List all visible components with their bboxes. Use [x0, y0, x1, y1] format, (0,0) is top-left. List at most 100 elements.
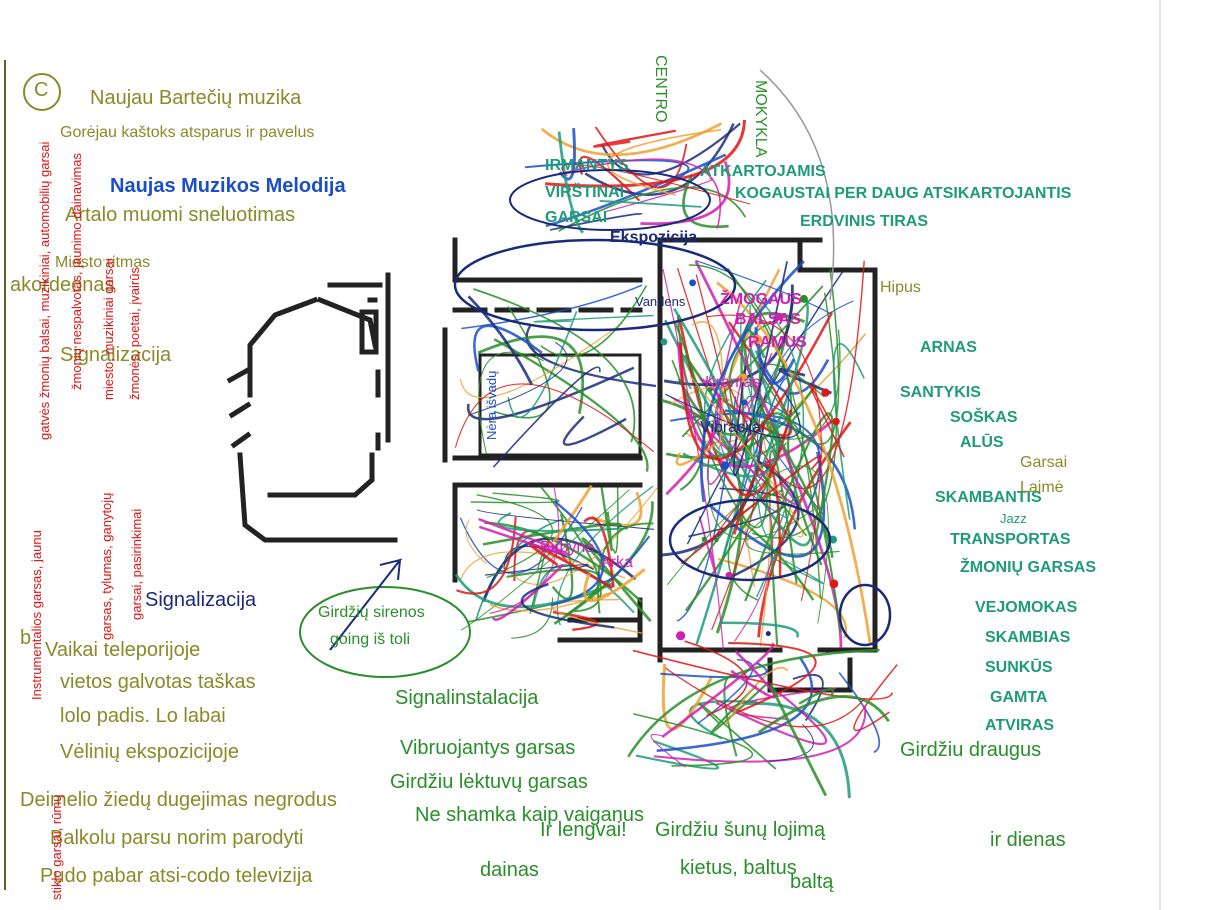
center-word-2: ŽMOGAUS: [720, 291, 802, 308]
left-line-5: Miesto ritmas: [55, 254, 151, 271]
scribble-stroke-180: [798, 688, 834, 705]
scribble-stroke-46: [676, 316, 693, 390]
bottom-green-10: ir dienas: [990, 829, 1066, 851]
scribble-stroke-176: [653, 705, 867, 763]
scribble-stroke-138: [478, 351, 544, 454]
lower-room-circle: [668, 498, 832, 582]
scribble-stroke-173: [632, 649, 894, 700]
scribble-stroke-152: [467, 295, 533, 386]
scribble-stroke-79: [706, 314, 822, 602]
center-word-4: RAMUS: [748, 334, 807, 351]
scribble-stroke-150: [473, 288, 636, 443]
scribble-stroke-198: [593, 129, 677, 148]
bottom-green-8: kietus, baltus: [680, 857, 797, 879]
scribble-stroke-151: [540, 285, 648, 358]
scribble-stroke-147: [468, 341, 568, 416]
scribble-stroke-89: [760, 269, 840, 445]
scribble-stroke-175: [730, 650, 776, 699]
scribble-stroke-177: [769, 724, 814, 762]
scribble-stroke-192: [558, 128, 576, 181]
bottom-line-3: lolo padis. Lo labai: [60, 705, 226, 727]
left-line-3: Naujas Muzikos Melodija: [110, 175, 346, 197]
scribble-stroke-146: [492, 366, 601, 468]
right-cap-3: SANTYKIS: [900, 384, 981, 401]
scribble-stroke-63: [727, 260, 865, 490]
right-cap-2: ARNAS: [920, 339, 977, 356]
scribble-stroke-168: [656, 656, 814, 752]
scribble-stroke-129: [550, 500, 605, 607]
marker-dot-14: [765, 631, 771, 637]
marker-dot-10: [753, 334, 763, 344]
bottom-line-2: vietos galvotas taškas: [60, 671, 256, 693]
scribble-stroke-178: [665, 667, 865, 728]
arrow-to-sirens: [329, 558, 403, 651]
top-cap-1: CENTRO: [652, 55, 669, 123]
right-cap-6: SKAMBANTIS: [935, 489, 1042, 506]
marker-dot-12: [660, 338, 668, 346]
scribble-stroke-126: [470, 492, 560, 504]
right-cap-8: Laimė: [1020, 479, 1064, 496]
scribble-stroke-99: [581, 537, 652, 623]
scribble-stroke-117: [583, 516, 615, 588]
bottom-green-11: dainas: [480, 859, 539, 881]
scribble-stroke-196: [607, 128, 722, 196]
scribble-stroke-141: [533, 314, 654, 323]
scribble-stroke-191: [558, 186, 747, 232]
red-note-5: Instrumentalios garsas, jaunu: [29, 530, 44, 700]
bottom-green-5: Ne shamka kaip vaiganus: [415, 804, 645, 826]
scribble-stroke-164: [724, 666, 789, 726]
top-cap-2: MOKYKLA: [752, 80, 769, 158]
scribble-stroke-200: [599, 200, 702, 208]
red-note-3: miesto, muzikiniai garsai: [101, 258, 116, 400]
scribble-paths: [454, 119, 898, 798]
scribble-stroke-82: [719, 621, 800, 638]
scribble-stroke-182: [650, 733, 686, 768]
red-note-8: garsai, pasirinkimai: [129, 508, 144, 620]
scribble-stroke-114: [456, 516, 517, 595]
right-cap-11: ŽMONIŲ GARSAS: [960, 559, 1096, 576]
scribble-stroke-19: [665, 377, 723, 496]
section-b-label: b: [20, 627, 32, 649]
left-line-4: Artalo muomi sneluotimas: [65, 204, 296, 226]
marker-dot-11: [689, 279, 696, 287]
scribble-stroke-83: [665, 392, 801, 439]
corridor-circle: [453, 238, 737, 332]
scribble-stroke-161: [729, 687, 837, 720]
scribble-stroke-108: [460, 489, 630, 631]
scribble-stroke-172: [627, 648, 880, 758]
red-note-2: žmonių nespalvotas, jaunimo dainavimas: [69, 152, 84, 390]
right-cap-13: SKAMBIAS: [985, 629, 1071, 646]
scribble-stroke-131: [520, 583, 615, 629]
red-note-4: žmonės, poetai, įvairūs: [127, 267, 142, 400]
scribble-stroke-80: [749, 304, 786, 539]
scribble-stroke-134: [583, 568, 646, 603]
marker-dot-0: [727, 446, 733, 452]
right-cap-12: VEJOMOKAS: [975, 599, 1078, 616]
marker-dot-13: [714, 537, 719, 543]
marker-dot-18: [829, 579, 839, 589]
bottom-green-4: Ir lengvai!: [540, 819, 627, 841]
circle-label-ring: [23, 73, 61, 111]
scribble-stroke-181: [769, 684, 828, 797]
center-word-7: Vandens: [635, 294, 686, 309]
scribble-stroke-51: [665, 384, 817, 459]
bottom-green-7: Girdžiu draugus: [900, 739, 1042, 761]
scribble-stroke-118: [482, 522, 623, 546]
scribble-stroke-97: [551, 513, 574, 600]
scribble-stroke-143: [459, 322, 623, 399]
scribble-stroke-163: [853, 664, 898, 731]
right-cap-9: Jazz: [1000, 511, 1027, 526]
red-note-1: gatvės žmonių balsai, muzikiniai, automo…: [37, 141, 52, 440]
scribble-stroke-87: [754, 327, 796, 385]
marker-dot-8: [676, 631, 686, 641]
center-word-3: BALSAS: [735, 311, 801, 328]
marker-dot-4: [741, 399, 748, 406]
bottom-line-6: Balkolu parsu norim parodyti: [50, 827, 304, 849]
scribble-stroke-193: [544, 119, 746, 188]
scribble-stroke-74: [679, 311, 834, 461]
scribble-stroke-189: [682, 174, 729, 229]
scribble-stroke-201: [640, 161, 731, 226]
top-cap-4: VIRŠTINAI: [545, 184, 625, 201]
marker-dot-9: [707, 387, 713, 393]
scribble-stroke-186: [540, 122, 723, 157]
